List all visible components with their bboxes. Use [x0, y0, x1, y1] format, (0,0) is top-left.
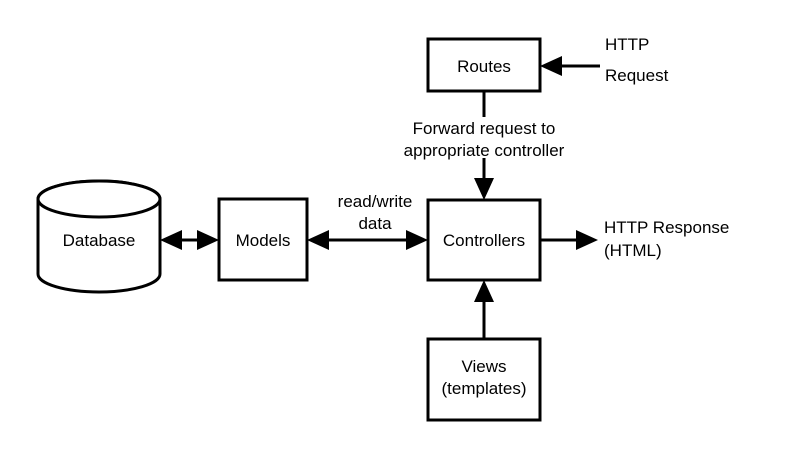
label-http-request: HTTP Request	[605, 35, 669, 85]
edge-database-models	[160, 230, 219, 250]
arrow-head-right-icon	[406, 230, 428, 250]
node-controllers-label: Controllers	[443, 231, 525, 250]
arrow-head-left-icon	[160, 230, 182, 250]
node-views-label-line1: Views	[461, 357, 506, 376]
node-views[interactable]: Views (templates)	[426, 337, 542, 422]
edge-http-request-to-routes	[540, 56, 600, 76]
arrow-head-left-icon	[540, 56, 562, 76]
node-models-label: Models	[236, 231, 291, 250]
node-controllers[interactable]: Controllers	[426, 198, 542, 282]
edge-label-readwrite-line2: data	[358, 214, 392, 233]
edge-label-forward-line2: appropriate controller	[404, 141, 565, 160]
edge-models-controllers	[307, 230, 428, 250]
label-http-request-line2: Request	[605, 66, 669, 85]
edge-label-readwrite-line1: read/write	[338, 192, 413, 211]
arrow-head-right-icon	[576, 230, 598, 250]
node-models[interactable]: Models	[217, 197, 309, 282]
arrow-head-left-icon	[307, 230, 329, 250]
node-database[interactable]: Database	[36, 179, 162, 294]
edge-label-forward-request: Forward request to appropriate controlle…	[404, 119, 565, 160]
node-database-label: Database	[63, 231, 136, 250]
label-http-request-line1: HTTP	[605, 35, 649, 54]
edge-label-forward-line1: Forward request to	[413, 119, 556, 138]
edge-views-to-controllers	[474, 280, 494, 339]
edge-routes-to-controllers	[474, 91, 494, 200]
label-http-response: HTTP Response (HTML)	[604, 218, 729, 260]
arrow-head-down-icon	[474, 178, 494, 200]
node-routes[interactable]: Routes	[426, 37, 542, 93]
label-http-response-line2: (HTML)	[604, 241, 662, 260]
edge-controllers-to-http-response	[540, 230, 598, 250]
node-views-label-line2: (templates)	[441, 379, 526, 398]
label-http-response-line1: HTTP Response	[604, 218, 729, 237]
arrow-head-right-icon	[197, 230, 219, 250]
node-routes-label: Routes	[457, 57, 511, 76]
edge-label-read-write-data: read/write data	[338, 192, 413, 233]
arrow-head-up-icon	[474, 280, 494, 302]
